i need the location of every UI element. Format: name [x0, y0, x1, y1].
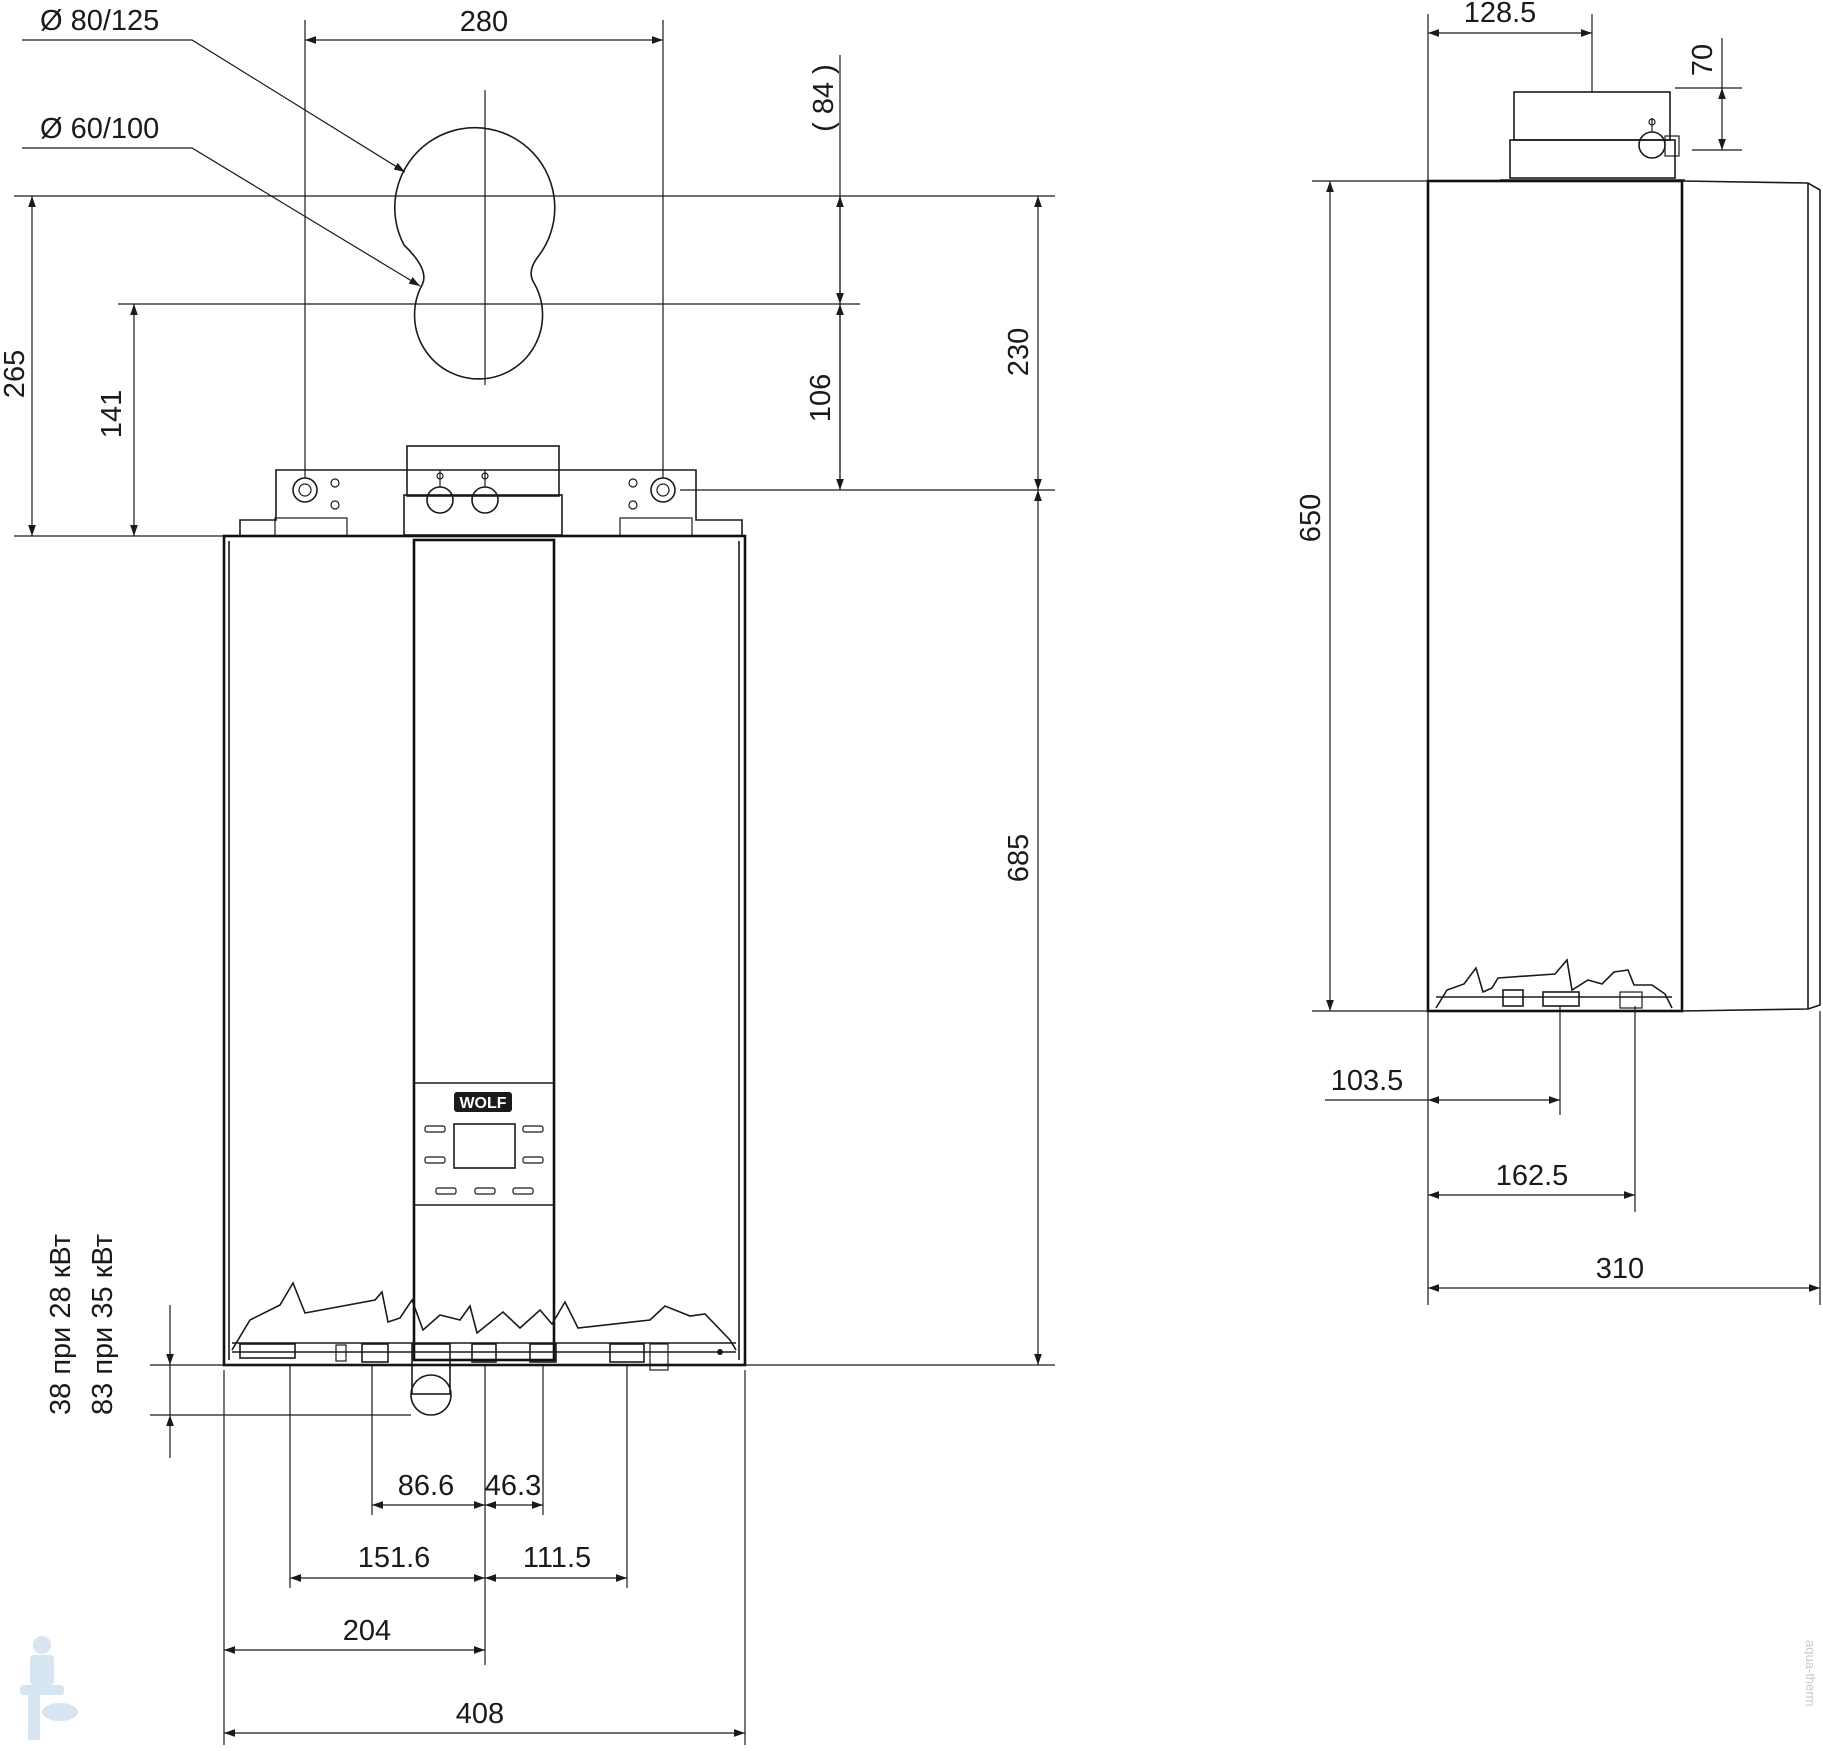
panel-button-b2[interactable] — [474, 1187, 496, 1195]
dim-46-3: 46.3 — [485, 1470, 541, 1502]
front-view: WOLF — [0, 5, 1055, 1745]
flue-outer-circle — [394, 126, 556, 380]
bottom-connections — [231, 1281, 737, 1416]
dim-204: 204 — [343, 1615, 391, 1647]
dim-162-5: 162.5 — [1496, 1160, 1569, 1192]
dim-310: 310 — [1596, 1253, 1644, 1285]
dim-84: ( 84 ) — [808, 64, 840, 132]
panel-button-l2[interactable] — [424, 1156, 446, 1164]
panel-button-b3[interactable] — [512, 1187, 534, 1195]
dim-685: 685 — [1003, 834, 1035, 882]
dim-dia-60-100: Ø 60/100 — [40, 113, 159, 145]
display-screen — [453, 1123, 516, 1169]
side-view: 128.5 70 650 103.5 162.5 310 — [1295, 0, 1821, 1305]
dim-408: 408 — [456, 1698, 504, 1730]
dim-dia-80-125: Ø 80/125 — [40, 5, 159, 37]
dim-280: 280 — [460, 6, 508, 38]
dim-106: 106 — [805, 374, 837, 422]
wolf-logo: WOLF — [454, 1092, 512, 1112]
dim-230: 230 — [1003, 328, 1035, 376]
flue-circles — [394, 90, 556, 385]
dim-70: 70 — [1687, 44, 1719, 76]
dim-151-6: 151.6 — [358, 1542, 431, 1574]
dim-103-5: 103.5 — [1331, 1065, 1404, 1097]
panel-button-l1[interactable] — [424, 1125, 446, 1133]
logo-text: WOLF — [459, 1095, 506, 1112]
dim-86-6: 86.6 — [398, 1470, 454, 1502]
dim-drop-35kw: 83 при 35 кВт — [87, 1234, 119, 1415]
side-flue-adapter — [1500, 91, 1685, 181]
panel-button-r1[interactable] — [522, 1125, 544, 1133]
watermark-text: aqua-therm — [1803, 1640, 1818, 1706]
dim-drop-28kw: 38 при 28 кВт — [45, 1234, 77, 1415]
panel-button-b1[interactable] — [435, 1187, 457, 1195]
plumber-mascot-icon — [20, 1636, 78, 1740]
mounting-bracket — [239, 445, 743, 537]
dim-650: 650 — [1295, 494, 1327, 542]
dim-128-5: 128.5 — [1464, 0, 1537, 29]
control-panel: WOLF — [424, 1092, 544, 1195]
boiler-casing — [222, 534, 747, 1367]
dim-141: 141 — [96, 390, 128, 438]
dim-111-5: 111.5 — [523, 1542, 591, 1574]
side-casing — [1426, 179, 1821, 1013]
panel-button-r2[interactable] — [522, 1156, 544, 1164]
dim-265: 265 — [0, 350, 31, 398]
side-bottom-connections — [1435, 958, 1673, 1009]
